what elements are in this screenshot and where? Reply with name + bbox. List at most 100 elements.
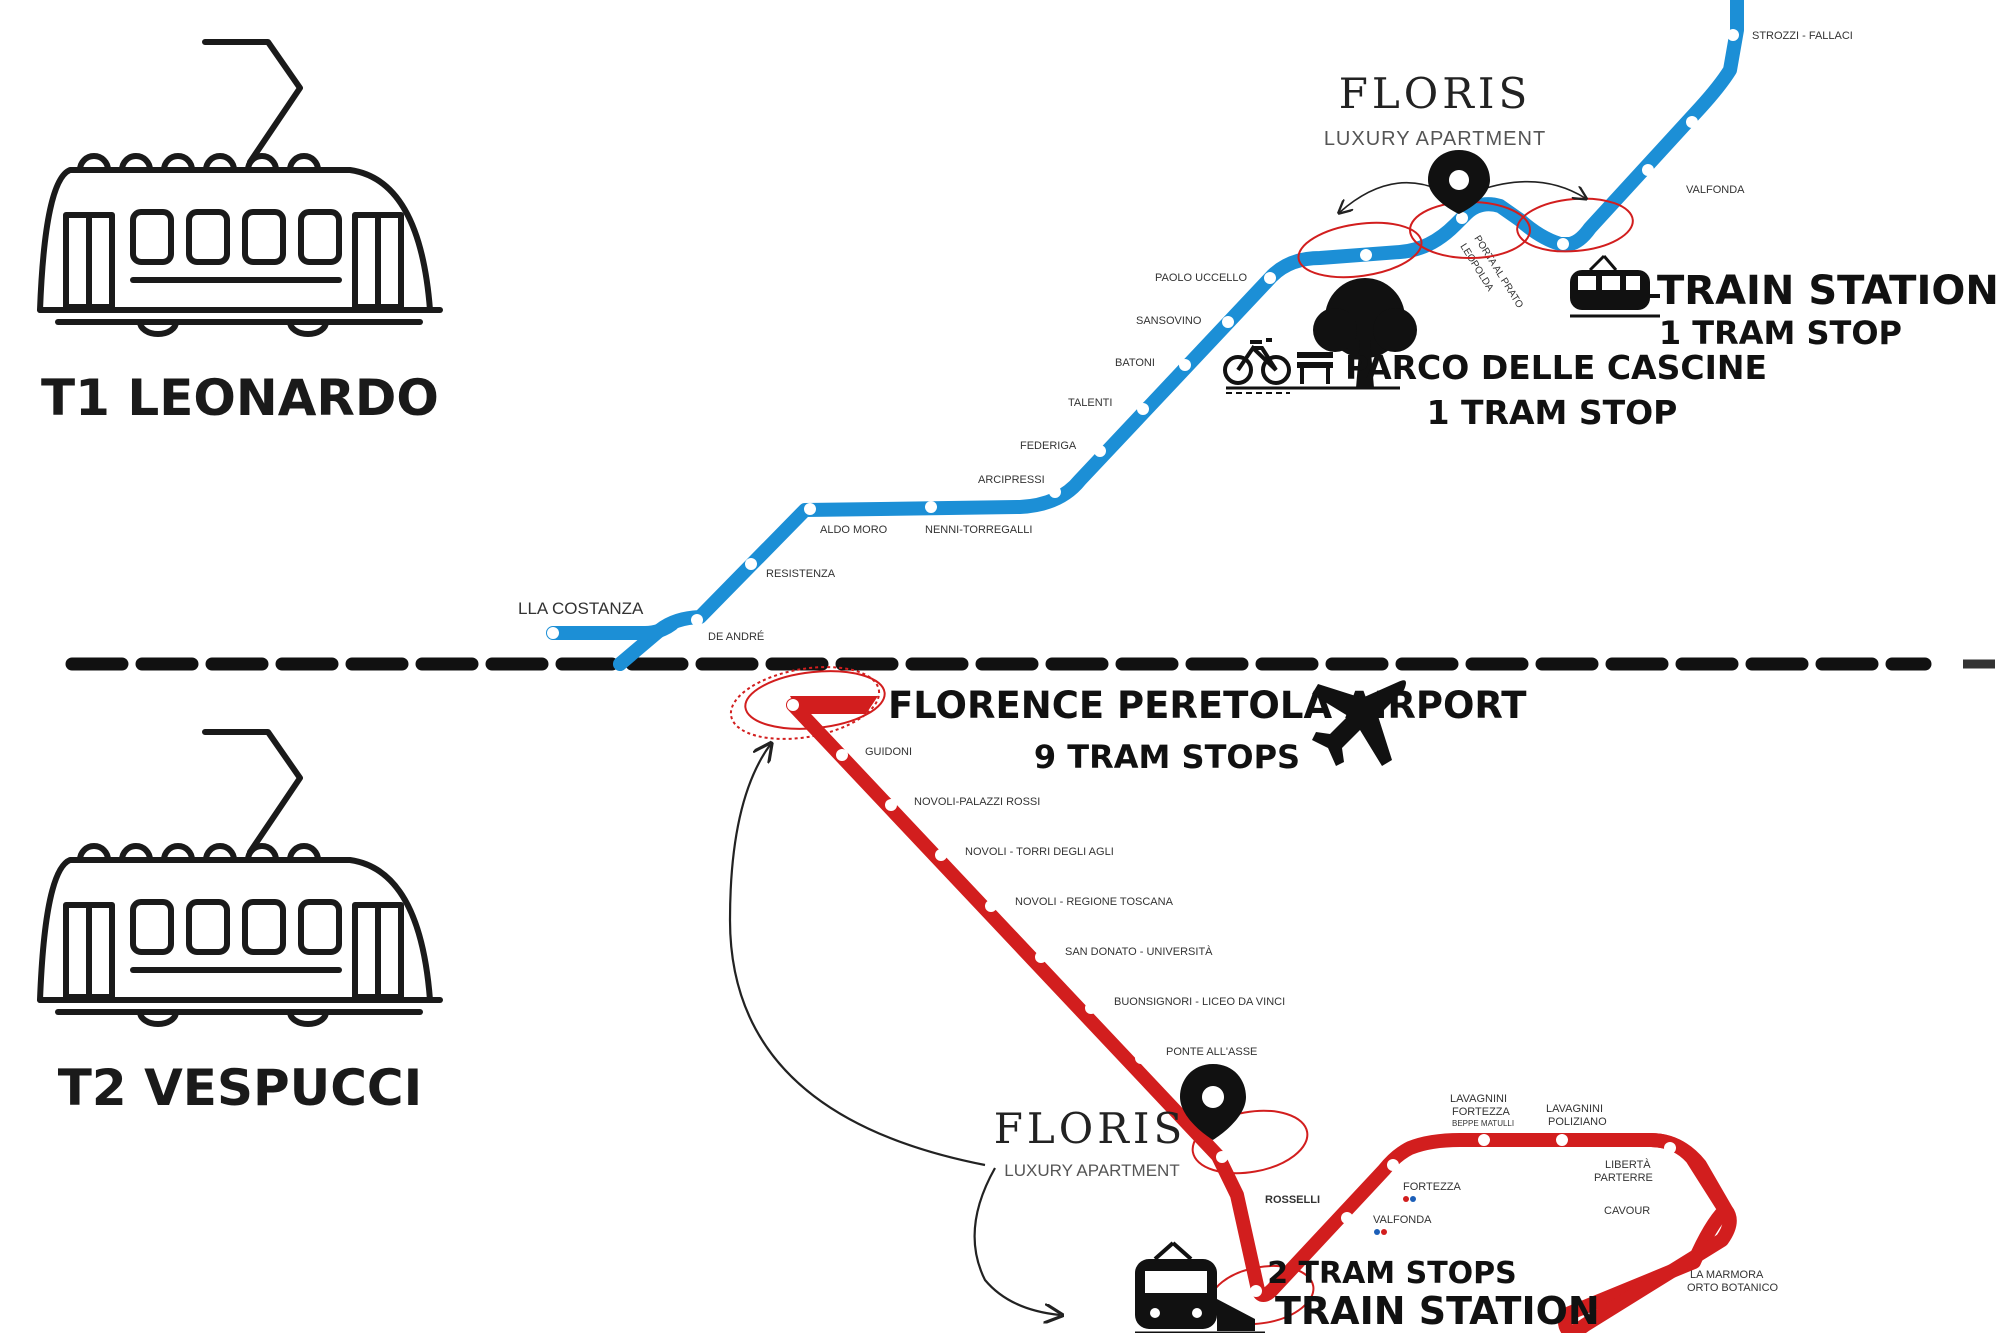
- label-t2-novoli-regione: NOVOLI - REGIONE TOSCANA: [1015, 896, 1174, 908]
- station-t1-paolo-uccello[interactable]: [1264, 272, 1276, 284]
- label-t1-aldo-moro: ALDO MORO: [820, 524, 888, 536]
- station-t1-talenti[interactable]: [1137, 403, 1149, 415]
- label-t2-cavour: CAVOUR: [1604, 1205, 1650, 1217]
- label-t2-guidoni: GUIDONI: [865, 746, 912, 758]
- t2-stop-labels: GUIDONI NOVOLI-PALAZZI ROSSI NOVOLI - TO…: [865, 746, 1779, 1294]
- station-t2-fortezza[interactable]: [1387, 1159, 1399, 1171]
- station-t1-valfonda[interactable]: [1642, 164, 1654, 176]
- label-t1-paolo-uccello: PAOLO UCCELLO: [1155, 272, 1248, 284]
- brand-tagline-bottom: LUXURY APARTMENT: [1004, 1161, 1179, 1180]
- tree-icon: [1313, 278, 1417, 388]
- station-t2-novoli-torri[interactable]: [935, 849, 947, 861]
- label-t2-la-marmora-2: ORTO BOTANICO: [1687, 1282, 1779, 1294]
- t1-train-station-stops: 1 TRAM STOP: [1659, 314, 1902, 352]
- station-t2-novoli-regione[interactable]: [985, 900, 997, 912]
- label-t2-lavagnini-fortezza-2: FORTEZZA: [1452, 1106, 1511, 1118]
- station-t2-lavagnini-fortezza[interactable]: [1478, 1134, 1490, 1146]
- label-t2-novoli-torri: NOVOLI - TORRI DEGLI AGLI: [965, 846, 1114, 858]
- label-t1-arcipressi: ARCIPRESSI: [978, 474, 1045, 486]
- label-t2-fortezza: FORTEZZA: [1403, 1181, 1462, 1193]
- brand-tagline-top: LUXURY APARTMENT: [1324, 128, 1546, 150]
- station-t2-liberta[interactable]: [1664, 1142, 1676, 1154]
- park-stops: 1 TRAM STOP: [1427, 393, 1678, 432]
- label-t1-batoni: BATONI: [1115, 357, 1155, 369]
- label-t2-lavagnini-poliziano-2: POLIZIANO: [1548, 1116, 1607, 1128]
- label-t1-sansovino: SANSOVINO: [1136, 315, 1202, 327]
- label-t2-ponte-asse: PONTE ALL'ASSE: [1166, 1046, 1257, 1058]
- label-t1-nenni: NENNI-TORREGALLI: [925, 524, 1032, 536]
- t2-train-station-label: TRAIN STATION: [1275, 1289, 1600, 1333]
- station-t1-strozzi[interactable]: [1727, 29, 1739, 41]
- station-t1-sansovino[interactable]: [1222, 316, 1234, 328]
- arrow-to-station: [1479, 180, 1585, 198]
- station-t2-unipol[interactable]: [1250, 1285, 1262, 1297]
- highlight-airport-outer: [744, 670, 886, 730]
- station-t2-buonsignori[interactable]: [1085, 1002, 1097, 1014]
- park-label: PARCO DELLE CASCINE: [1345, 348, 1767, 387]
- station-t1-valfonda-station[interactable]: [1557, 238, 1569, 250]
- brand-name-bottom: FLORIS: [994, 1104, 1186, 1153]
- station-t1-de-andre[interactable]: [691, 614, 703, 626]
- t2-arrows: [728, 745, 1060, 1315]
- station-t1-nenni[interactable]: [925, 501, 937, 513]
- bicycle-icon: [1223, 338, 1291, 385]
- station-t2-ponte-asse[interactable]: [1135, 1052, 1147, 1064]
- station-t1-costanza[interactable]: [547, 627, 559, 639]
- line-name-t1: T1 LEONARDO: [41, 369, 439, 427]
- label-t1-federiga: FEDERIGA: [1020, 440, 1077, 452]
- location-pin-icon-top: [1428, 150, 1490, 214]
- label-t2-novoli-palazzi: NOVOLI-PALAZZI ROSSI: [914, 796, 1040, 808]
- station-t2-cavour[interactable]: [1639, 1214, 1651, 1226]
- highlight-airport: [729, 666, 881, 740]
- label-t2-liberta-1: LIBERTÀ: [1605, 1158, 1651, 1171]
- train-icon-t2: [1135, 1241, 1265, 1333]
- t2-stations: [787, 699, 1703, 1297]
- station-t2-novoli-palazzi[interactable]: [885, 799, 897, 811]
- station-t1-aldo-moro[interactable]: [804, 503, 816, 515]
- label-t2-lavagnini-poliziano-1: LAVAGNINI: [1546, 1103, 1603, 1115]
- arrow-to-porta: [1340, 181, 1441, 212]
- station-t1-leopolda[interactable]: [1456, 212, 1468, 224]
- t2-station-stops: 2 TRAM STOPS: [1267, 1256, 1517, 1291]
- station-t1-porta-al-prato[interactable]: [1360, 249, 1372, 261]
- label-t1-de-andre: DE ANDRÉ: [708, 630, 764, 643]
- label-t2-buonsignori: BUONSIGNORI - LICEO DA VINCI: [1114, 996, 1285, 1008]
- station-t2-rosselli[interactable]: [1216, 1151, 1228, 1163]
- t2-line-loop: [1564, 1133, 1737, 1333]
- tram-icon-t2: [37, 729, 443, 1027]
- station-t1-arcipressi[interactable]: [1049, 486, 1061, 498]
- label-t2-rosselli: ROSSELLI: [1265, 1194, 1320, 1206]
- arrow-to-airport: [728, 745, 986, 1167]
- airplane-icon: [1312, 680, 1406, 766]
- label-t2-valfonda: VALFONDA: [1373, 1214, 1432, 1226]
- highlight-porta-al-prato: [1297, 221, 1423, 279]
- label-t2-liberta-2: PARTERRE: [1594, 1172, 1653, 1184]
- t1-stop-labels: LLA COSTANZA DE ANDRÉ RESISTENZA ALDO MO…: [518, 30, 1853, 643]
- label-t1-strozzi: STROZZI - FALLACI: [1752, 30, 1853, 42]
- bench-icon: [1297, 352, 1333, 384]
- arrow-to-station-bottom: [973, 1167, 1060, 1315]
- station-t1-batoni[interactable]: [1179, 359, 1191, 371]
- station-t2-la-marmora[interactable]: [1691, 1277, 1703, 1289]
- station-t2-guidoni[interactable]: [836, 749, 848, 761]
- station-t1-federiga[interactable]: [1094, 445, 1106, 457]
- line-name-t2: T2 VESPUCCI: [58, 1059, 422, 1117]
- station-t2-lavagnini-poliziano[interactable]: [1556, 1134, 1568, 1146]
- label-t2-san-donato: SAN DONATO - UNIVERSITÀ: [1065, 945, 1213, 958]
- location-pin-icon-bottom: [1180, 1064, 1246, 1140]
- label-t1-costanza: LLA COSTANZA: [518, 599, 644, 618]
- t1-line-start: [546, 617, 679, 640]
- tram-icon-t1: [37, 39, 443, 337]
- highlight-ponte-asse: [1191, 1109, 1309, 1175]
- station-t1-next[interactable]: [1686, 116, 1698, 128]
- station-t2-valfonda[interactable]: [1341, 1212, 1353, 1224]
- label-t2-lavagnini-fortezza-3: BEPPE MATULLI: [1452, 1119, 1514, 1128]
- station-t2-san-donato[interactable]: [1035, 951, 1047, 963]
- brand-name-top: FLORIS: [1339, 69, 1531, 118]
- station-t1-resistenza[interactable]: [745, 558, 757, 570]
- fortezza-markers: [1374, 1196, 1416, 1235]
- label-t2-lavagnini-fortezza-1: LAVAGNINI: [1450, 1093, 1507, 1105]
- train-icon-t1: [1570, 254, 1660, 318]
- station-t2-airport[interactable]: [787, 699, 799, 711]
